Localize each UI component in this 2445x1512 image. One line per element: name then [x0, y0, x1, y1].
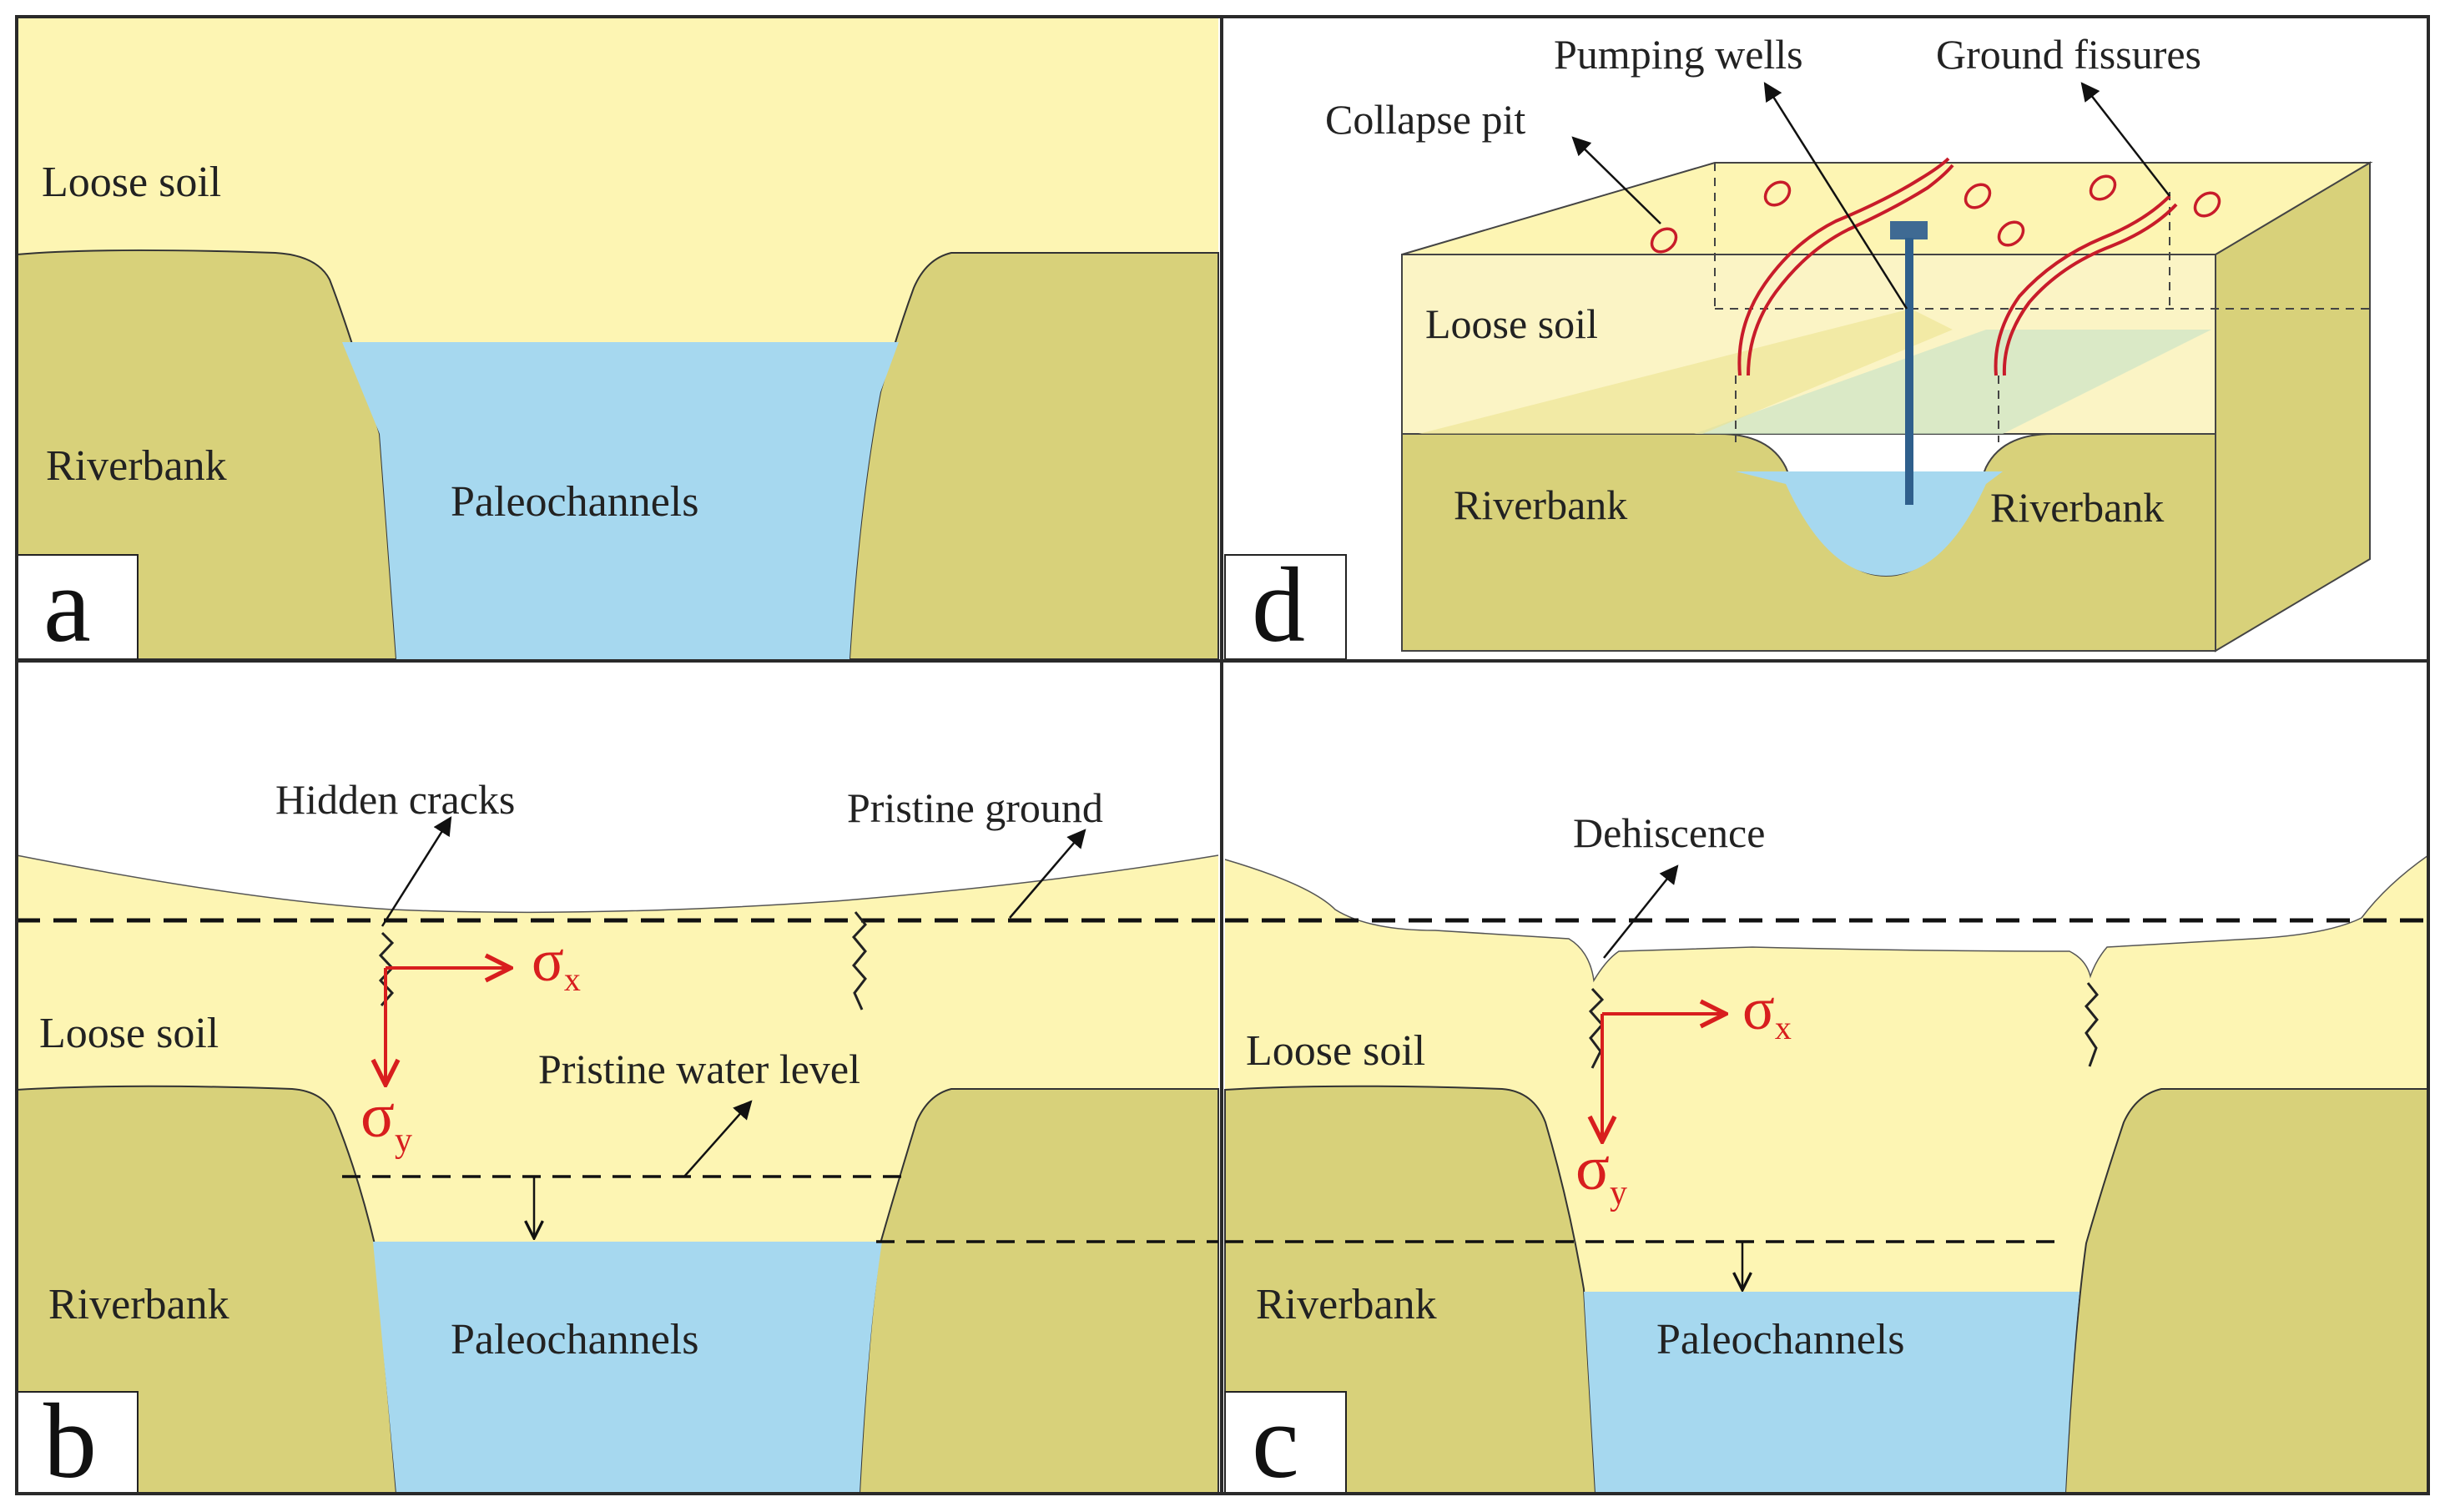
panel-letter-c: c: [1252, 1382, 1299, 1500]
block-top-face: [1401, 162, 2373, 255]
panel-c: σx σy Dehiscence Loose soil Riverbank Pa…: [1224, 809, 2429, 1500]
channel-plane: [1694, 330, 2211, 434]
ground-fissure-left: [1737, 157, 1954, 376]
panel-d: Pumping wells Ground fissures Collapse p…: [1224, 31, 2373, 664]
panel-letter-d: d: [1252, 546, 1305, 664]
paleochannel: [342, 342, 899, 659]
pumping-wells-label: Pumping wells: [1554, 31, 1803, 78]
pristine-ground-label: Pristine ground: [847, 784, 1103, 831]
pristine-water-level-label: Pristine water level: [538, 1046, 860, 1092]
loose-soil-label: Loose soil: [1425, 300, 1598, 347]
collapse-pits: [1650, 174, 2221, 254]
ground-fissures-label: Ground fissures: [1936, 31, 2201, 78]
paleochannels-label: Paleochannels: [451, 478, 698, 526]
panel-letter-b: b: [43, 1382, 97, 1500]
sigma-x-symbol: σx: [1742, 975, 1792, 1046]
ground-fissures-arrow: [2080, 82, 2170, 197]
panel-letter-a: a: [43, 546, 91, 664]
riverbank-right: [2064, 1088, 2429, 1494]
dehiscence-arrow: [1603, 864, 1679, 959]
panel-letter-box: [1224, 554, 1347, 660]
bank-slope-left: [1419, 309, 1953, 434]
riverbank-label: Riverbank: [48, 1281, 229, 1328]
collapse-pit-label: Collapse pit: [1325, 96, 1525, 143]
hidden-cracks-label: Hidden cracks: [275, 776, 515, 823]
pump-head: [1890, 221, 1928, 239]
riverbank-label: Riverbank: [1256, 1281, 1437, 1328]
sigma-y-symbol: σy: [1575, 1133, 1627, 1212]
ground-surface-line: [1224, 854, 2429, 983]
ground-fissure-right: [1994, 194, 2178, 376]
hidden-cracks-arrow: [381, 816, 452, 927]
riverbank-label: Riverbank: [46, 442, 227, 490]
block-paleochannel-front: [1736, 471, 2003, 576]
well-pipe: [1905, 238, 1913, 505]
pristine-water-level-arrow: [683, 1100, 753, 1177]
riverbank-right: [858, 1088, 1219, 1494]
panel-borders: [15, 15, 2430, 1495]
loose-soil-label: Loose soil: [42, 159, 221, 206]
riverbank-left-label: Riverbank: [1454, 481, 1627, 528]
paleochannel: [373, 1242, 882, 1494]
dehiscence-label: Dehiscence: [1573, 809, 1765, 856]
pumping-wells-arrow: [1763, 82, 1908, 310]
sigma-y-symbol: σy: [360, 1081, 412, 1160]
block-riverbank-front: [1401, 433, 2216, 652]
hidden-crack-right: [852, 911, 867, 1011]
riverbank-right: [848, 252, 1219, 660]
panel-b: σx σy Hidden cracks Pristine ground Loos…: [16, 776, 1219, 1500]
paleochannels-label: Paleochannels: [451, 1316, 698, 1363]
pristine-ground-arrow: [1009, 829, 1086, 919]
loose-soil-label: Loose soil: [1246, 1027, 1425, 1075]
panel-a: Loose soil Riverbank Paleochannels a: [16, 17, 1219, 664]
riverbank-right-label: Riverbank: [1990, 484, 2164, 531]
sigma-x-symbol: σx: [532, 927, 581, 998]
paleochannels-label: Paleochannels: [1656, 1316, 1904, 1363]
panel-letter-box: [1224, 1391, 1347, 1494]
paleochannel: [1584, 1292, 2080, 1494]
crack-right: [2085, 982, 2099, 1067]
ground-surface-line: [16, 854, 1219, 914]
loose-soil-label: Loose soil: [39, 1010, 219, 1057]
panel-letter-box: [16, 554, 139, 660]
collapse-pit-arrow: [1571, 136, 1661, 224]
